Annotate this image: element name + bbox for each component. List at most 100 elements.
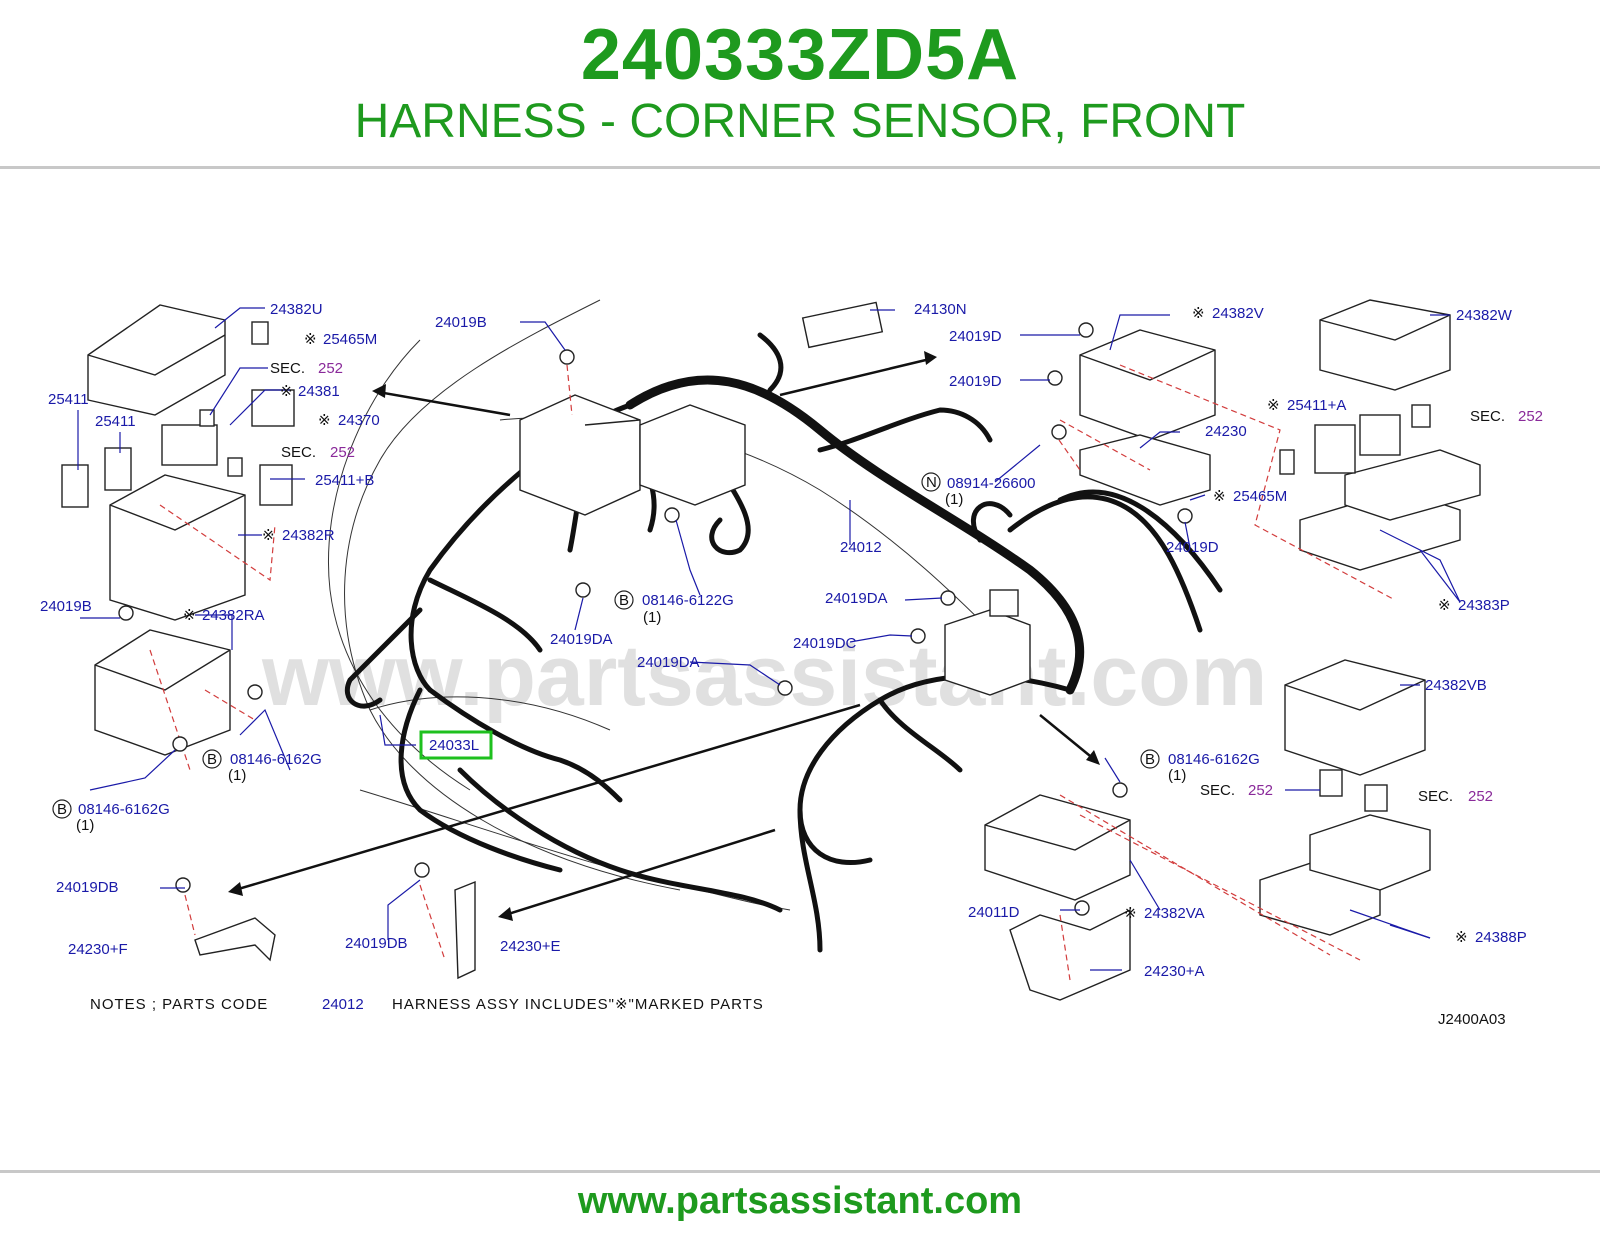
circle-b-letter: B: [1145, 751, 1155, 768]
mark-glyph: ※: [280, 383, 293, 400]
label-24019D[interactable]: 24019D: [949, 328, 1002, 345]
label-25465M[interactable]: 25465M: [323, 331, 377, 348]
sec-number[interactable]: 252: [1468, 788, 1493, 805]
qty-label: (1): [228, 767, 246, 784]
label-24019DC[interactable]: 24019DC: [793, 635, 857, 652]
label-24019D[interactable]: 24019D: [1166, 539, 1219, 556]
circle-markers: B B B B N: [52, 472, 1160, 819]
circle-b-marker: [202, 749, 222, 769]
label-24019DA[interactable]: 24019DA: [550, 631, 613, 648]
mark-glyph: ※: [1455, 929, 1468, 946]
label-24130N[interactable]: 24130N: [914, 301, 967, 318]
label-25411[interactable]: 25411: [48, 391, 89, 408]
mark-glyph: ※: [304, 331, 317, 348]
circle-b-marker: [614, 590, 634, 610]
circle-b-letter: B: [207, 751, 217, 768]
sec-label: SEC.: [281, 444, 316, 461]
watermark-text: www.partsassistant.com: [261, 628, 1267, 724]
circle-n-letter: N: [926, 474, 937, 491]
sec-number[interactable]: 252: [1518, 408, 1543, 425]
header-divider: [0, 166, 1600, 169]
mark-glyph: ※: [1267, 397, 1280, 414]
label-24230-F[interactable]: 24230+F: [68, 941, 128, 958]
sec-number[interactable]: 252: [1248, 782, 1273, 799]
notes-part-code[interactable]: 24012: [322, 996, 364, 1013]
left-relay-box-cluster: [61, 304, 295, 771]
mark-glyph: ※: [183, 607, 196, 624]
circle-b-marker: [1140, 749, 1160, 769]
label-25411-A[interactable]: 25411+A: [1287, 397, 1346, 414]
label-08146-6122G[interactable]: 08146-6122G: [642, 592, 734, 609]
sec-label: SEC.: [1418, 788, 1453, 805]
label-24230-E[interactable]: 24230+E: [500, 938, 560, 955]
label-24230[interactable]: 24230: [1205, 423, 1247, 440]
qty-label: (1): [945, 491, 963, 508]
notes-suffix: HARNESS ASSY INCLUDES"※"MARKED PARTS: [392, 996, 764, 1013]
notes-prefix: NOTES ; PARTS CODE: [90, 996, 268, 1013]
label-24019DB[interactable]: 24019DB: [56, 879, 119, 896]
label-25465M[interactable]: 25465M: [1233, 488, 1287, 505]
label-24382R[interactable]: 24382R: [282, 527, 335, 544]
label-24370[interactable]: 24370: [338, 412, 380, 429]
sec-number[interactable]: 252: [318, 360, 343, 377]
label-24019B[interactable]: 24019B: [435, 314, 487, 331]
sec-label: SEC.: [1200, 782, 1235, 799]
footer-divider: [0, 1170, 1600, 1173]
circle-n-marker: [921, 472, 941, 492]
qty-label: (1): [643, 609, 661, 626]
leader-lines: [77, 307, 1461, 971]
part-labels: 24382U ※ 25465M 25411 25411 SEC. 252 ※ 2…: [40, 301, 1543, 980]
sec-label: SEC.: [1470, 408, 1505, 425]
wiring-harness: [344, 332, 1223, 953]
right-relay-box-cluster: [984, 299, 1481, 1001]
qty-label: (1): [76, 817, 94, 834]
mark-glyph: ※: [1438, 597, 1451, 614]
brackets: [184, 880, 476, 980]
mark-glyph: ※: [1213, 488, 1226, 505]
mark-glyph: ※: [1192, 305, 1205, 322]
label-08146-6162G[interactable]: 08146-6162G: [78, 801, 170, 818]
drawing-code: J2400A03: [1438, 1011, 1506, 1028]
highlighted-part-box[interactable]: [419, 730, 493, 760]
label-08146-6162G[interactable]: 08146-6162G: [1168, 751, 1260, 768]
mark-glyph: ※: [262, 527, 275, 544]
mark-glyph: ※: [318, 412, 331, 429]
sec-label: SEC.: [270, 360, 305, 377]
circle-b-letter: B: [619, 592, 629, 609]
label-08146-6162G[interactable]: 08146-6162G: [230, 751, 322, 768]
footer-site-url[interactable]: www.partsassistant.com: [577, 1180, 1023, 1222]
part-number-title: 240333ZD5A: [580, 15, 1020, 95]
label-24382U[interactable]: 24382U: [270, 301, 323, 318]
label-25411[interactable]: 25411: [95, 413, 136, 430]
circle-b-letter: B: [57, 801, 67, 818]
label-24012[interactable]: 24012: [840, 539, 882, 556]
label-24382RA[interactable]: 24382RA: [202, 607, 265, 624]
circle-b-marker: [52, 799, 72, 819]
highlighted-part-label[interactable]: 24033L: [429, 737, 479, 754]
central-junction-boxes: [519, 301, 1031, 696]
label-24383P[interactable]: 24383P: [1458, 597, 1510, 614]
label-24019B[interactable]: 24019B: [40, 598, 92, 615]
label-25411-B[interactable]: 25411+B: [315, 472, 374, 489]
label-24230-A[interactable]: 24230+A: [1144, 963, 1204, 980]
mark-glyph: ※: [1124, 905, 1137, 922]
sec-number[interactable]: 252: [330, 444, 355, 461]
page-header: 240333ZD5A HARNESS - CORNER SENSOR, FRON…: [0, 0, 1600, 168]
label-24382VA[interactable]: 24382VA: [1144, 905, 1205, 922]
direction-arrows: [228, 351, 1100, 921]
label-08914-26600[interactable]: 08914-26600: [947, 475, 1035, 492]
parts-diagram: www.partsassistant.com: [40, 299, 1543, 1028]
label-24382W[interactable]: 24382W: [1456, 307, 1513, 324]
label-24382VB[interactable]: 24382VB: [1425, 677, 1487, 694]
label-24388P[interactable]: 24388P: [1475, 929, 1527, 946]
label-24382V[interactable]: 24382V: [1212, 305, 1264, 322]
label-24019D[interactable]: 24019D: [949, 373, 1002, 390]
label-24381[interactable]: 24381: [298, 383, 340, 400]
label-24019DA[interactable]: 24019DA: [825, 590, 888, 607]
label-24019DB[interactable]: 24019DB: [345, 935, 408, 952]
part-name-subtitle: HARNESS - CORNER SENSOR, FRONT: [354, 95, 1246, 148]
label-24019DA[interactable]: 24019DA: [637, 654, 700, 671]
qty-label: (1): [1168, 767, 1186, 784]
notes-line: NOTES ; PARTS CODE 24012 HARNESS ASSY IN…: [90, 996, 764, 1013]
label-24011D[interactable]: 24011D: [968, 904, 1020, 921]
